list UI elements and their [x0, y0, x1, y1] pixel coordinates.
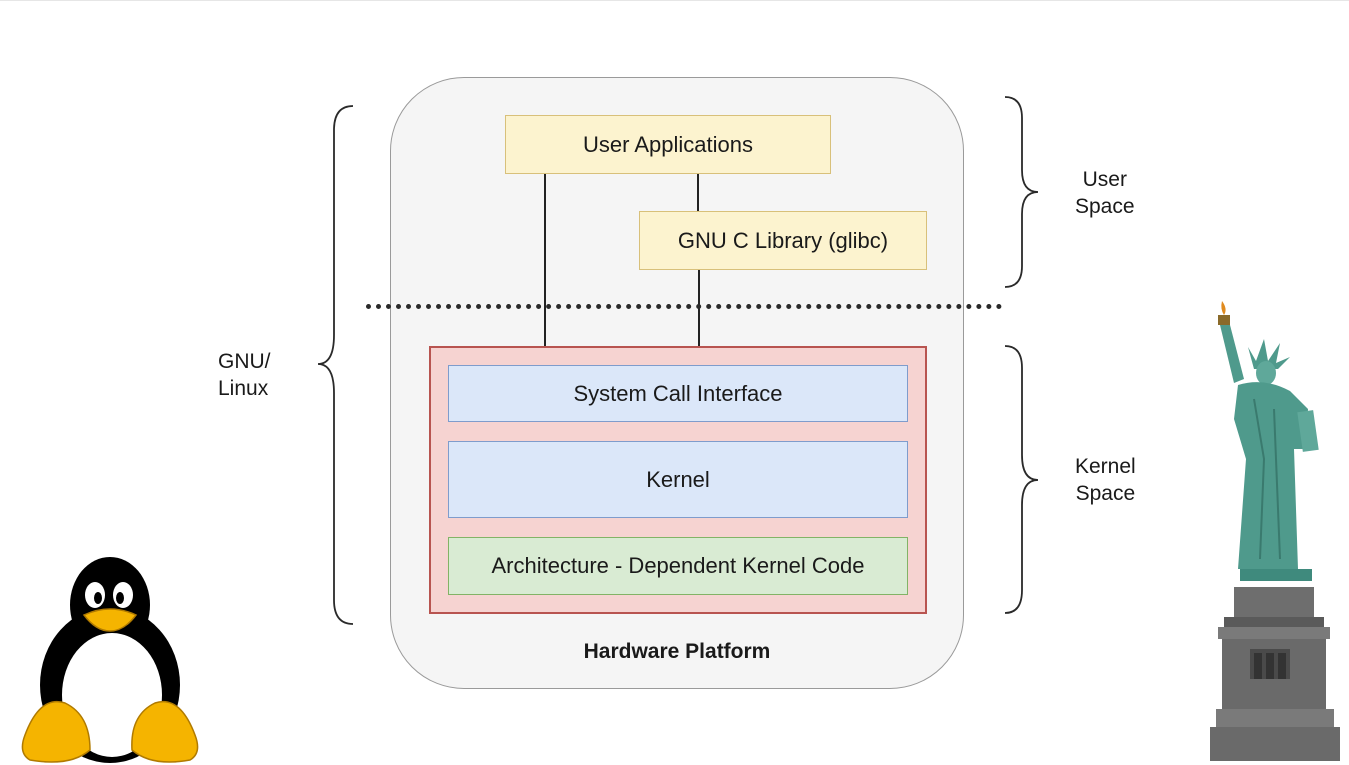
top-border-line — [0, 0, 1349, 1]
connector-apps-to-syscall — [544, 174, 546, 368]
gnu-linux-label: GNU/ Linux — [218, 348, 271, 402]
arch-dependent-kernel-code-box: Architecture - Dependent Kernel Code — [448, 537, 908, 595]
kernel-space-brace — [1004, 345, 1039, 614]
glibc-box: GNU C Library (glibc) — [639, 211, 927, 270]
user-applications-box: User Applications — [505, 115, 831, 174]
user-space-label: User Space — [1075, 166, 1135, 220]
statue-of-liberty-icon — [1210, 301, 1340, 761]
user-kernel-boundary-line — [366, 304, 1002, 309]
system-call-interface-box: System Call Interface — [448, 365, 908, 422]
kernel-space-label-line2: Space — [1075, 482, 1136, 505]
kernel-space-label-line1: Kernel — [1075, 455, 1136, 478]
user-space-label-line1: User — [1082, 168, 1127, 191]
user-space-brace — [1004, 96, 1039, 288]
connector-glibc-to-syscall — [698, 270, 700, 368]
tux-penguin-icon — [21, 557, 199, 763]
gnu-linux-label-line1: GNU/ — [218, 350, 271, 373]
kernel-box: Kernel — [448, 441, 908, 518]
gnu-linux-brace — [317, 105, 354, 625]
connector-apps-to-glibc — [697, 174, 699, 212]
kernel-space-label: Kernel Space — [1075, 453, 1136, 507]
hardware-platform-label: Hardware Platform — [583, 640, 771, 663]
user-space-label-line2: Space — [1075, 195, 1135, 218]
gnu-linux-label-line2: Linux — [218, 377, 269, 400]
